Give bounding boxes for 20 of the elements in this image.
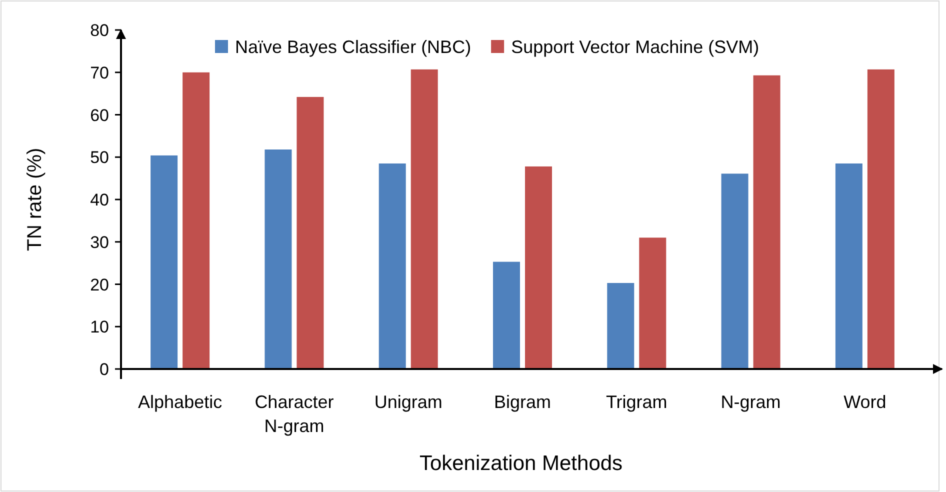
tick-label: 30 (90, 232, 109, 252)
category-label: Bigram (494, 392, 551, 412)
category-label: Trigram (606, 392, 668, 412)
category-label: Word (844, 392, 886, 412)
tick-label: 0 (100, 360, 109, 379)
tick-label: 80 (90, 21, 109, 40)
tick-label: 40 (90, 190, 109, 210)
x-axis-title: Tokenization Methods (419, 452, 623, 475)
tick-label: 60 (90, 106, 109, 125)
category-label: N-gram (720, 392, 781, 412)
y-axis-title: TN rate (%) (24, 148, 46, 252)
legend-label: Naïve Bayes Classifier (NBC) (235, 37, 472, 57)
tick-label: 20 (90, 275, 109, 294)
category-label: Alphabetic (138, 392, 222, 412)
tick-label: 50 (90, 148, 109, 168)
legend-label: Support Vector Machine (SVM) (511, 37, 760, 57)
tick-label: 10 (90, 318, 109, 337)
tick-label: 70 (90, 63, 109, 82)
category-label: Character N-gram (254, 392, 334, 436)
category-label: Unigram (374, 392, 442, 412)
